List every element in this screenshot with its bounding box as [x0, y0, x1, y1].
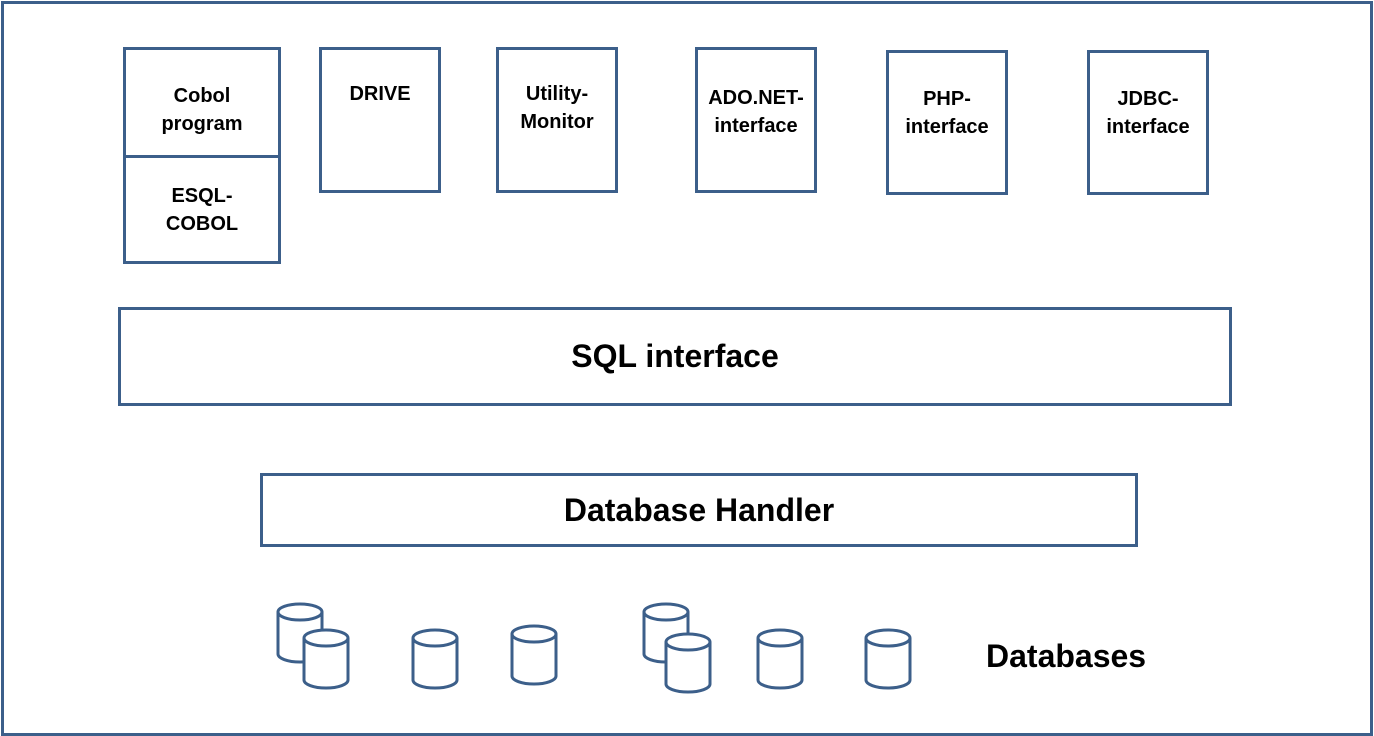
- database-cylinder-icon: [411, 628, 459, 690]
- jdbc-interface-box: JDBC- interface: [1087, 50, 1209, 195]
- adonet-interface-box: ADO.NET- interface: [695, 47, 817, 193]
- sql-interface-box: SQL interface: [118, 307, 1232, 406]
- database-cylinder-icon: [302, 628, 350, 690]
- cobol-program-label: Cobol program: [161, 85, 243, 135]
- drive-box: DRIVE: [319, 47, 441, 193]
- database-cylinder-icon: [510, 624, 558, 686]
- sql-interface-label: SQL interface: [571, 338, 779, 374]
- database-cylinder-icon: [664, 632, 712, 694]
- database-cylinder-icon: [864, 628, 912, 690]
- database-handler-box: Database Handler: [260, 473, 1138, 547]
- utility-monitor-label: Utility- Monitor: [520, 83, 594, 133]
- esql-cobol-label: ESQL- COBOL: [165, 184, 239, 235]
- esql-cobol-box: ESQL- COBOL: [123, 155, 281, 264]
- php-interface-box: PHP- interface: [886, 50, 1008, 195]
- jdbc-interface-label: JDBC- interface: [1106, 88, 1190, 138]
- utility-monitor-box: Utility- Monitor: [496, 47, 618, 193]
- databases-label: Databases: [986, 638, 1147, 674]
- database-cylinder-icon: [756, 628, 804, 690]
- database-handler-label: Database Handler: [563, 491, 835, 528]
- cobol-program-box: Cobol program: [123, 47, 281, 158]
- adonet-interface-label: ADO.NET- interface: [708, 87, 804, 137]
- php-interface-label: PHP- interface: [905, 88, 989, 138]
- drive-label: DRIVE: [349, 83, 411, 105]
